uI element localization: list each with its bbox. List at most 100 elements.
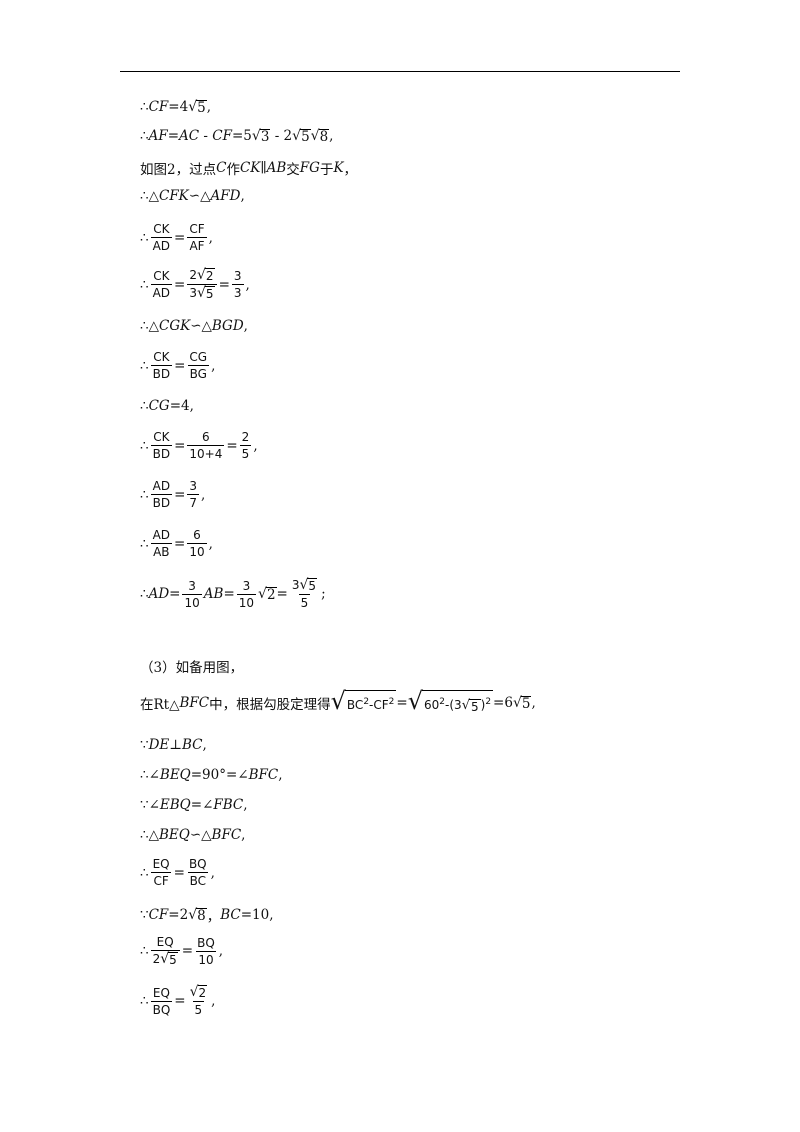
numerator: CK [153, 269, 170, 283]
coef: 3 [189, 286, 197, 300]
therefore-symbol: ∴ [140, 993, 149, 1009]
angle-symbol: ∠ [202, 797, 214, 813]
equals-text: = [174, 276, 186, 293]
var-cgk: CGK [158, 318, 191, 334]
punct: ， [343, 162, 358, 178]
math-line-18: ∵ ∠ EBQ = ∠ FBC , [140, 797, 248, 813]
punct: , [201, 486, 206, 503]
punct: , [269, 907, 274, 923]
sqrt-5: √5 [160, 951, 178, 967]
minus-text: - [199, 128, 213, 144]
denominator: AB [151, 543, 172, 559]
math-line-4: ∴ △ CFK ∽ △ AFD , [140, 188, 245, 204]
text: 如图2，过点 [140, 162, 217, 178]
denominator: 5 [239, 445, 252, 461]
var-de: DE [148, 737, 170, 753]
numerator: CK [153, 430, 170, 444]
var-cf: CF [212, 128, 232, 144]
equals-text: = [276, 586, 288, 602]
punct: , [208, 535, 213, 552]
equals-text: = [174, 486, 186, 503]
denominator: 2√5 [150, 950, 180, 967]
sqrt-2: √2 [189, 984, 208, 1000]
var-fg: FG [299, 160, 320, 176]
var-bfc: BFC [179, 695, 210, 711]
because-symbol: ∵ [140, 907, 149, 923]
fraction: 3√5 5 [290, 578, 319, 610]
therefore-symbol: ∴ [140, 535, 149, 552]
angle-symbol: ∠ [237, 767, 249, 783]
denominator: 7 [187, 494, 200, 510]
therefore-symbol: ∴ [140, 586, 149, 602]
therefore-symbol: ∴ [140, 318, 149, 334]
radicand: 2 [204, 268, 215, 283]
equals-text: =4 [169, 398, 190, 414]
triangle-symbol: △ [200, 188, 211, 204]
sqrt-8: √8 [188, 906, 207, 924]
var-bc: BC [181, 737, 203, 753]
punct: , [243, 318, 248, 334]
therefore-symbol: ∴ [140, 229, 149, 246]
sqrt-3: √3 [251, 127, 271, 145]
var-bc: BC [220, 907, 241, 923]
term: BC [346, 698, 364, 712]
denominator: BD [150, 365, 173, 381]
var-beq: BEQ [159, 767, 191, 783]
denominator: CF [151, 872, 171, 888]
denominator: 10 [236, 593, 257, 610]
radicand: 5 [520, 695, 532, 712]
var-cf: CF [148, 99, 169, 115]
equals-text: = [173, 864, 185, 881]
equals-text: =6 [493, 695, 513, 711]
fraction: 2√2 3√5 [187, 267, 217, 301]
var-ab: AB [266, 160, 287, 176]
denominator: BD [150, 445, 173, 461]
punct: , [211, 357, 216, 374]
numerator: 3 [188, 578, 196, 593]
equals-text: = [174, 229, 186, 246]
punct: , [208, 229, 213, 246]
therefore-symbol: ∴ [140, 128, 149, 144]
denominator: 5 [192, 1001, 205, 1017]
denominator: AF [187, 237, 207, 253]
numerator: CK [153, 350, 170, 364]
radicand: 3 [259, 128, 271, 145]
math-line-21: ∵ CF =2 √8 ， BC =10 , [140, 905, 274, 925]
numerator: AD [152, 528, 171, 542]
denominator: BG [187, 365, 209, 381]
var-ab: AB [203, 586, 224, 602]
numerator: CK [153, 222, 170, 236]
numerator: 3 [189, 479, 198, 493]
therefore-symbol: ∴ [140, 864, 149, 881]
math-line-19: ∴ △ BEQ ∽ △ BFC , [140, 827, 245, 843]
term: 60 [424, 698, 440, 712]
therefore-symbol: ∴ [140, 276, 149, 293]
denominator: 3 [231, 284, 244, 300]
numerator: CG [189, 350, 208, 364]
sqrt-2: √2 [197, 267, 215, 283]
angle-symbol: ∠ [148, 797, 160, 813]
similar-symbol: ∽ [190, 318, 202, 334]
numerator: EQ [152, 857, 170, 871]
therefore-symbol: ∴ [140, 437, 149, 454]
denominator: AD [150, 284, 173, 300]
sqrt-5: √5 [461, 698, 481, 714]
text: 交 [286, 162, 300, 178]
numerator: 3 [242, 578, 251, 593]
math-line-15: 在Rt△ BFC 中，根据勾股定理得 √BC2-CF2 = √602-(3√5)… [140, 689, 536, 716]
